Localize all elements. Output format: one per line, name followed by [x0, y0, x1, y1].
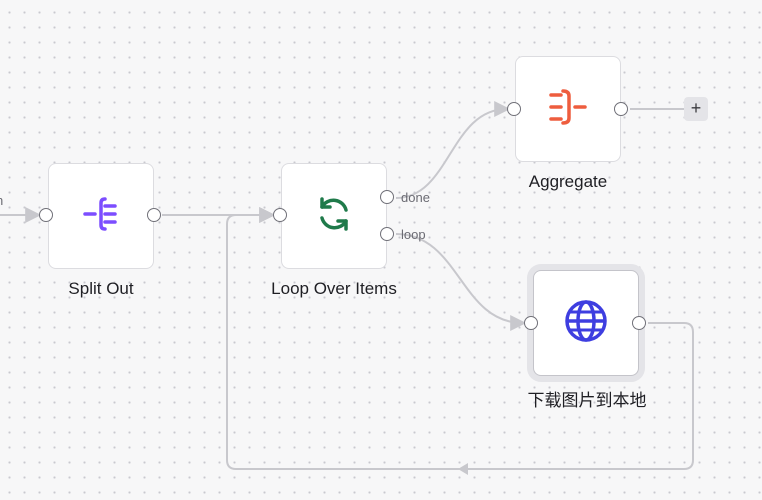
add-node-button[interactable]: + [684, 97, 708, 121]
port-label-done: done [401, 190, 430, 205]
split-out-icon [81, 194, 121, 239]
edge-direction-arrow [458, 463, 468, 475]
node-download-images[interactable] [533, 270, 639, 376]
loop-done-port[interactable] [380, 190, 394, 204]
offscreen-port-label: n [0, 193, 3, 208]
node-label-aggregate: Aggregate [528, 172, 608, 191]
edge-loop-to-download[interactable] [395, 233, 527, 331]
loop-loop-port[interactable] [380, 227, 394, 241]
node-loop-over-items[interactable] [281, 163, 387, 269]
loop-input-port[interactable] [273, 208, 287, 222]
node-label-split-out: Split Out [68, 279, 134, 298]
loop-refresh-icon [313, 193, 355, 240]
split-out-output-port[interactable] [147, 208, 161, 222]
globe-icon [563, 298, 609, 349]
download-output-port[interactable] [632, 316, 646, 330]
node-aggregate[interactable] [515, 56, 621, 162]
edge-done-to-aggregate[interactable] [395, 101, 511, 199]
aggregate-input-port[interactable] [507, 102, 521, 116]
split-out-input-port[interactable] [39, 208, 53, 222]
node-label-download-images: 下载图片到本地 [527, 391, 647, 410]
port-label-loop: loop [401, 227, 426, 242]
aggregate-icon [547, 87, 589, 132]
node-label-loop-over-items: Loop Over Items [271, 279, 397, 298]
node-split-out[interactable] [48, 163, 154, 269]
download-input-port[interactable] [524, 316, 538, 330]
aggregate-output-port[interactable] [614, 102, 628, 116]
